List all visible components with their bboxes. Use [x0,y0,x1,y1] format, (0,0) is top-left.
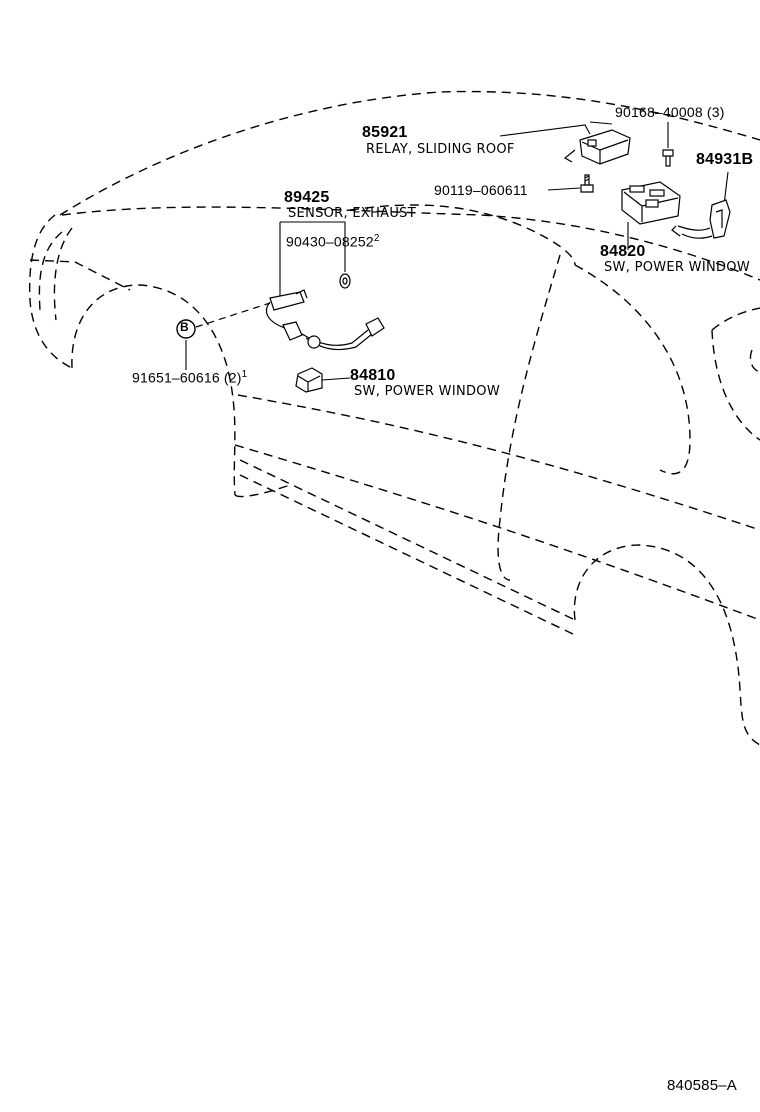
leader-84810 [321,377,351,381]
front-bumper-1 [28,214,73,369]
part-quantity-91651: 1 [241,369,248,380]
rear-door-window [574,264,691,475]
front-wheel-arch [71,284,236,496]
exhaust-sensor-part [265,289,385,351]
rear-wheel-arch [573,544,760,746]
a-pillar [497,254,561,581]
sill-1 [239,459,576,621]
sill-2 [239,474,576,636]
beltline [237,394,760,531]
windshield-lower [349,204,576,266]
power-window-switch-84810-part [295,367,323,393]
part-number-90119: 90119–060611 [434,182,528,198]
leader-84931 [723,171,729,206]
rear-quarter-edge [711,329,760,441]
front-bumper-3 [53,227,73,321]
diagram-reference-code: 840585–A [667,1077,738,1094]
front-fascia [29,259,131,291]
part-name-84810: SW, POWER WINDOW [354,384,500,399]
part-number-89425: 89425 [284,189,330,206]
part-quantity-90430: 2 [373,233,380,244]
part-number-84820: 84820 [600,243,646,260]
clip-link-line [195,302,271,328]
marker-b-letter: B [180,320,189,334]
gasket-90430-part [339,273,351,289]
part-number-84931: 84931B [696,151,754,168]
part-number-85921: 85921 [362,124,408,141]
relay-sliding-roof-part [563,129,631,165]
leader-85921 [499,124,591,137]
rear-quarter-window [711,307,760,331]
bolt-90168-part [662,149,674,167]
part-name-89425: SENSOR, EXHAUST [288,206,416,221]
part-number-91651: 91651–60616 (2)1 [132,369,248,386]
leader-89425 [280,221,346,272]
part-name-85921: RELAY, SLIDING ROOF [366,142,515,157]
part-number-90168: 90168–40008 (3) [615,104,725,120]
front-bumper-2 [38,231,63,311]
leader-90168 [589,121,613,125]
screw-90119-part [580,174,594,193]
power-window-switch-84820-part [621,181,681,225]
roof-outline [59,90,760,216]
part-number-84810: 84810 [350,367,396,384]
marker-b-icon [176,319,196,339]
part-number-90430: 90430–082522 [286,233,380,250]
door-lower [234,444,760,621]
leader-90119 [547,187,581,191]
hood-line [61,206,760,281]
connector-84931-part [671,199,731,239]
front-fender-lower [234,484,291,498]
rear-quarter-window-2 [749,349,760,373]
part-name-84820: SW, POWER WINDOW [604,260,750,275]
